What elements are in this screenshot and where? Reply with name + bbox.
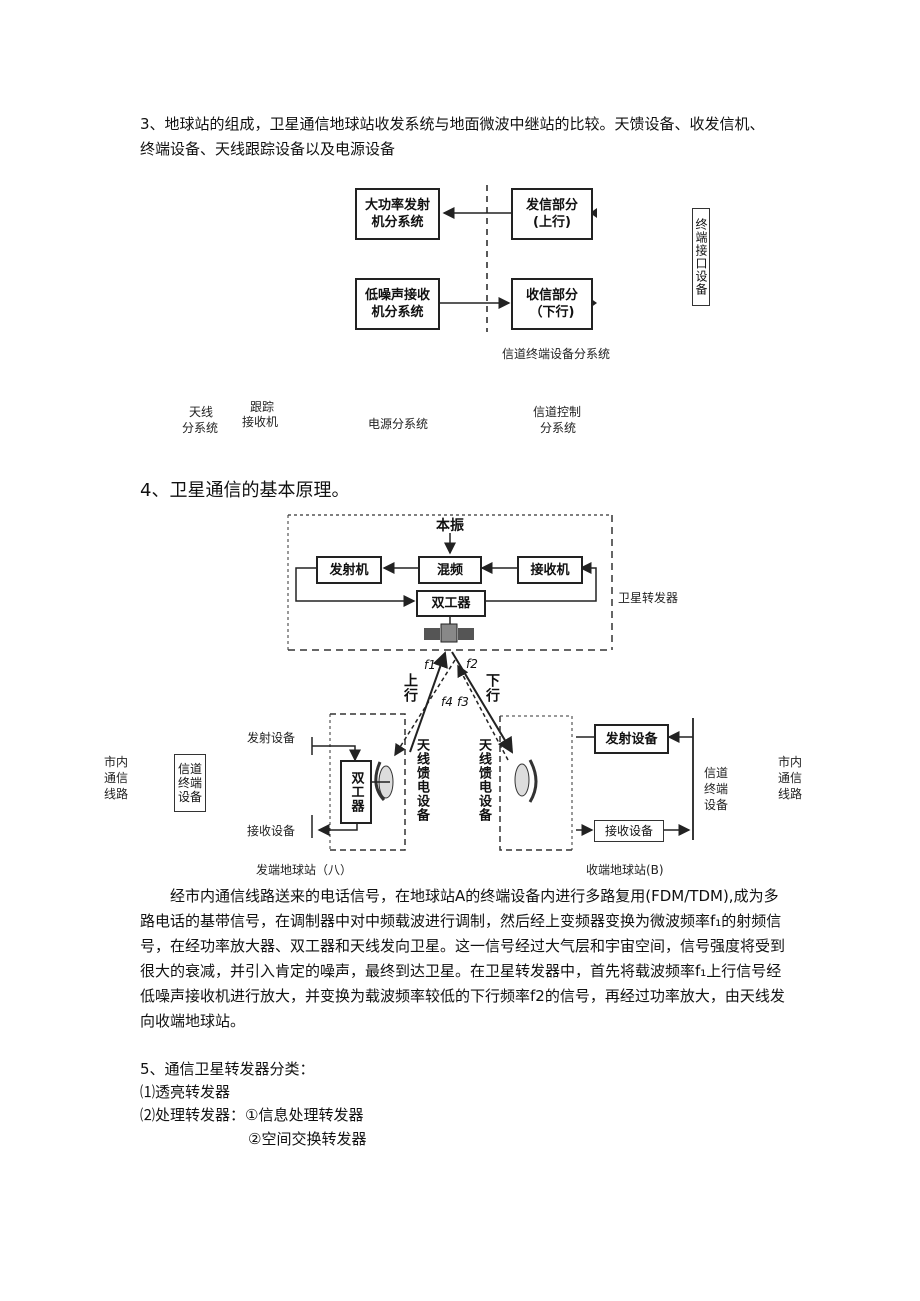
- left-duplexer-box: 双工器: [340, 760, 372, 824]
- station-b-label: 收端地球站(B): [586, 863, 664, 877]
- antenna-subsystem-line2: 分系统: [182, 421, 219, 435]
- section3-heading-line1: 3、地球站的组成，卫星通信地球站收发系统与地面微波中继站的比较。天馈设备、收发信…: [140, 115, 765, 133]
- section4-heading: 4、卫星通信的基本原理。: [140, 480, 350, 501]
- station-a-label: 发端地球站（八）: [256, 863, 353, 877]
- section5-item2b: ②空间交换转发器: [248, 1130, 367, 1148]
- channel-control-line2: 分系统: [540, 421, 577, 435]
- power-subsystem-label: 电源分系统: [368, 417, 429, 431]
- channel-control-line1: 信道控制: [533, 405, 582, 419]
- right-tx-equipment-box: 发射设备: [594, 724, 669, 754]
- left-feed-label: 天线馈电设备: [414, 738, 429, 822]
- f4-label: f4: [441, 695, 453, 709]
- antenna-subsystem-line1: 天线: [189, 405, 214, 419]
- left-channel-terminal-box: 信道终端设备: [174, 754, 206, 812]
- section3-heading-line2: 终端设备、天线跟踪设备以及电源设备: [140, 140, 396, 158]
- rx-section-box: 收信部分 （下行): [511, 278, 593, 330]
- sat-duplexer-box: 双工器: [416, 590, 486, 617]
- downlink-label: 下行: [484, 673, 500, 703]
- section5-item2: ⑵处理转发器：①信息处理转发器: [140, 1106, 364, 1124]
- lna-subsystem-box: 低噪声接收 机分系统: [355, 278, 440, 330]
- left-tx-equipment-label: 发射设备: [247, 731, 296, 745]
- tracking-receiver-line1: 跟踪: [250, 400, 275, 414]
- terminal-interface-box: 终端接口设备: [692, 208, 710, 306]
- channel-terminal-label: 信道终端设备分系统: [502, 347, 611, 361]
- right-channel-terminal-label: 信道终端设备: [703, 766, 728, 812]
- left-city-line-label: 市内通信线路: [103, 755, 128, 801]
- section4-paragraph: 经市内通信线路送来的电话信号，在地球站A的终端设备内进行多路复用(FDM/TDM…: [140, 887, 786, 1030]
- right-city-line-label: 市内通信线路: [777, 755, 802, 801]
- right-feed-label: 天线馈电设备: [476, 738, 491, 822]
- right-rx-equipment-box: 接收设备: [594, 820, 664, 842]
- f1-label: f1: [424, 658, 436, 672]
- left-channel-terminal-label: 信道终端设备: [177, 762, 202, 804]
- sat-mixer-box: 混频: [418, 556, 482, 584]
- sat-receiver-box: 接收机: [517, 556, 583, 584]
- left-rx-equipment-label: 接收设备: [247, 824, 296, 838]
- tx-section-box: 发信部分 (上行): [511, 188, 593, 240]
- sat-transmitter-box: 发射机: [316, 556, 382, 584]
- f3-label: f3: [457, 695, 469, 709]
- sat-transponder-label: 卫星转发器: [618, 591, 679, 605]
- tracking-receiver-line2: 接收机: [242, 415, 279, 429]
- f2-label: f2: [466, 657, 478, 671]
- local-oscillator-label: 本振: [436, 518, 464, 534]
- uplink-label: 上行: [402, 673, 418, 703]
- section5-heading: 5、通信卫星转发器分类：: [140, 1060, 315, 1078]
- hpa-subsystem-box: 大功率发射 机分系统: [355, 188, 440, 240]
- section5-item1: ⑴透亮转发器: [140, 1083, 231, 1101]
